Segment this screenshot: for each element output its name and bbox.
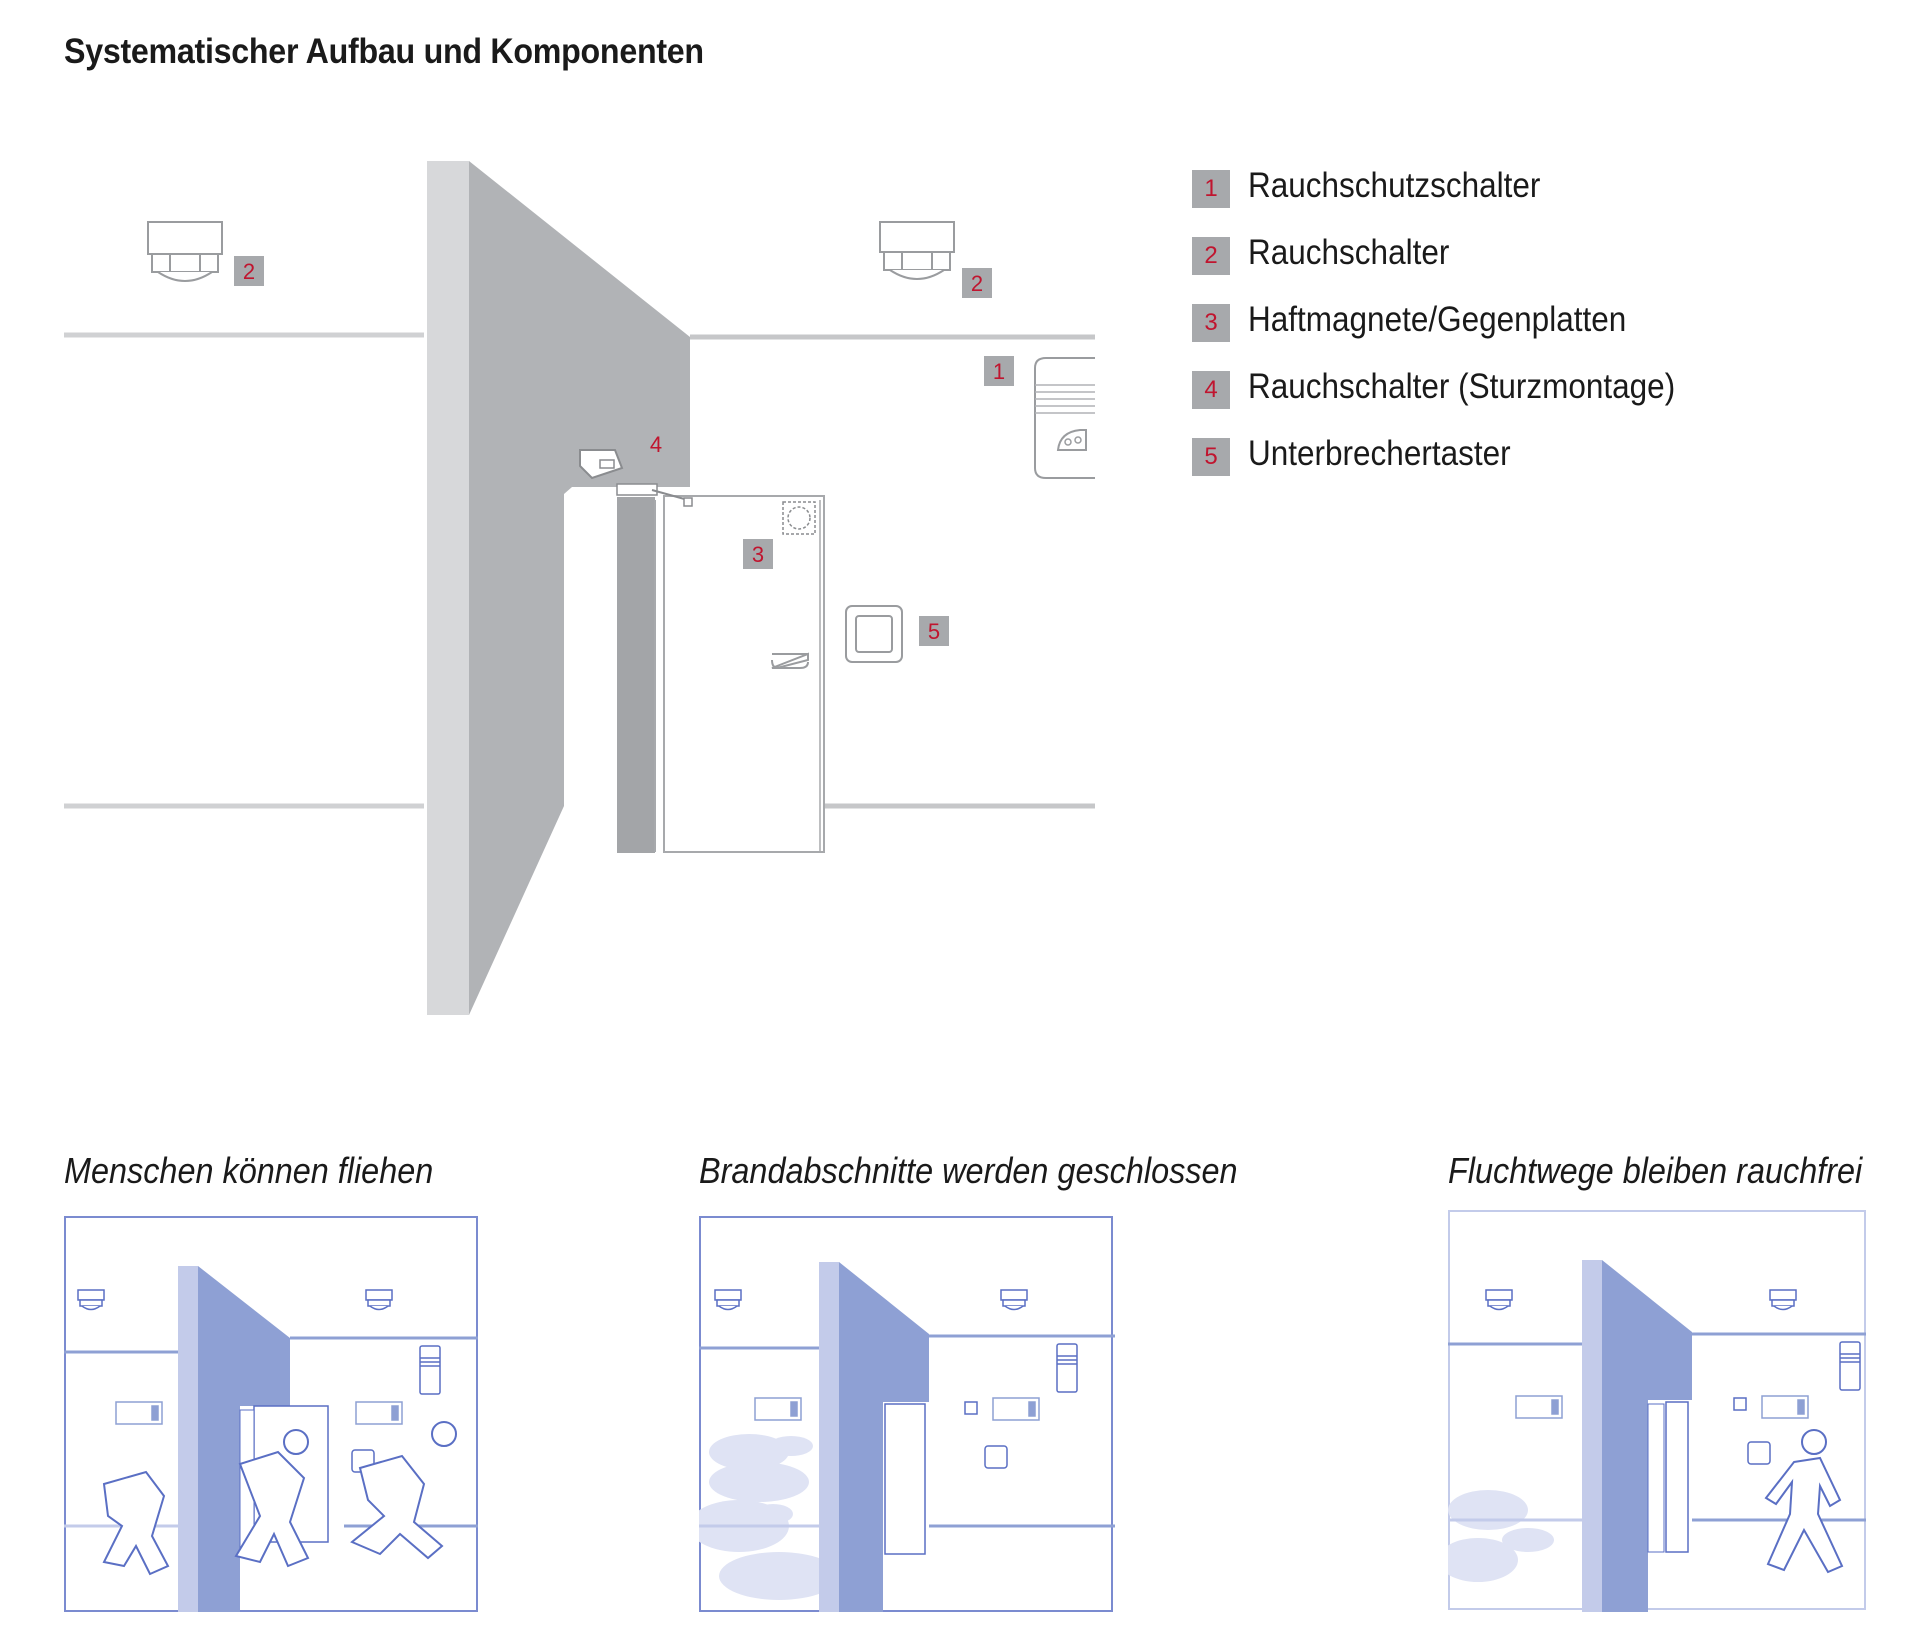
exit-sign-icon: [754, 1397, 1040, 1421]
exit-sign-icon: [1515, 1395, 1809, 1419]
legend-badge: 3: [1192, 303, 1230, 342]
main-diagram: 2 2 1 4 3 5: [64, 161, 1095, 1015]
smoke-detector-left-icon: [147, 221, 223, 282]
panel-caption-escape: Menschen können fliehen: [64, 1150, 434, 1191]
legend-badge: 4: [1192, 370, 1230, 409]
legend: 1 Rauchschutzschalter 2 Rauchschalter 3 …: [1192, 152, 1723, 487]
marker-release-button: 5: [919, 616, 949, 646]
legend-item: 2 Rauchschalter: [1192, 219, 1723, 286]
marker-control-unit: 1: [984, 356, 1014, 386]
marker-smoke-right: 2: [962, 268, 992, 298]
legend-label: Rauchschalter (Sturzmontage): [1248, 366, 1676, 406]
release-button-icon: [984, 1445, 1008, 1469]
panel-sections-closed: [699, 1216, 1115, 1612]
door-leaf-edge: [617, 497, 655, 853]
lintel-smoke-switch-icon: [579, 449, 624, 480]
control-unit-icon: [1839, 1341, 1861, 1391]
door-opening: [566, 494, 620, 855]
legend-badge: 5: [1192, 437, 1230, 476]
door-closer-icon: [616, 483, 693, 507]
page-title: Systematischer Aufbau und Komponenten: [64, 32, 704, 71]
svg-text:1: 1: [993, 359, 1005, 384]
smoke-detector-icon: [714, 1289, 1028, 1311]
panel-caption-smoke-free: Fluchtwege bleiben rauchfrei: [1448, 1150, 1863, 1191]
control-unit-icon: [419, 1345, 441, 1395]
svg-text:5: 5: [928, 619, 940, 644]
legend-item: 5 Unterbrechertaster: [1192, 420, 1723, 487]
holding-magnet-icon: [964, 1401, 978, 1415]
marker-smoke-left: 2: [234, 256, 264, 286]
marker-magnet: 3: [743, 539, 773, 569]
door-leaf: [884, 1403, 926, 1555]
svg-text:4: 4: [650, 432, 662, 457]
legend-label: Rauchschutzschalter: [1248, 165, 1541, 205]
legend-label: Unterbrechertaster: [1248, 433, 1511, 473]
walking-person-icon: [1764, 1429, 1844, 1574]
marker-lintel-switch: 4: [650, 432, 662, 457]
svg-text:2: 2: [243, 259, 255, 284]
legend-label: Haftmagnete/Gegenplatten: [1248, 299, 1627, 339]
legend-item: 3 Haftmagnete/Gegenplatten: [1192, 286, 1723, 353]
legend-label: Rauchschalter: [1248, 232, 1450, 272]
legend-badge: 2: [1192, 236, 1230, 275]
control-unit-icon: [1034, 357, 1095, 479]
smoke-detector-icon: [77, 1289, 393, 1311]
holding-magnet-icon: [1733, 1397, 1747, 1411]
legend-item: 1 Rauchschutzschalter: [1192, 152, 1723, 219]
control-unit-icon: [1056, 1343, 1078, 1393]
holding-magnet-icon: [782, 501, 816, 535]
release-button-icon: [1747, 1441, 1771, 1465]
legend-item: 4 Rauchschalter (Sturzmontage): [1192, 353, 1723, 420]
door-leaf: [1665, 1401, 1689, 1553]
svg-text:2: 2: [971, 271, 983, 296]
panel-escape: [64, 1216, 478, 1612]
wall-edge: [427, 161, 469, 1015]
wall-face: [469, 161, 690, 1015]
smoke-detector-right-icon: [879, 221, 955, 280]
legend-badge: 1: [1192, 169, 1230, 208]
panel-caption-sections-closed: Brandabschnitte werden geschlossen: [699, 1150, 1238, 1191]
smoke-detector-icon: [1485, 1289, 1797, 1311]
svg-text:3: 3: [752, 542, 764, 567]
exit-sign-icon: [115, 1401, 403, 1425]
running-person-icon: [102, 1421, 457, 1576]
release-button-icon[interactable]: [845, 605, 903, 663]
panel-smoke-free: [1448, 1210, 1866, 1612]
